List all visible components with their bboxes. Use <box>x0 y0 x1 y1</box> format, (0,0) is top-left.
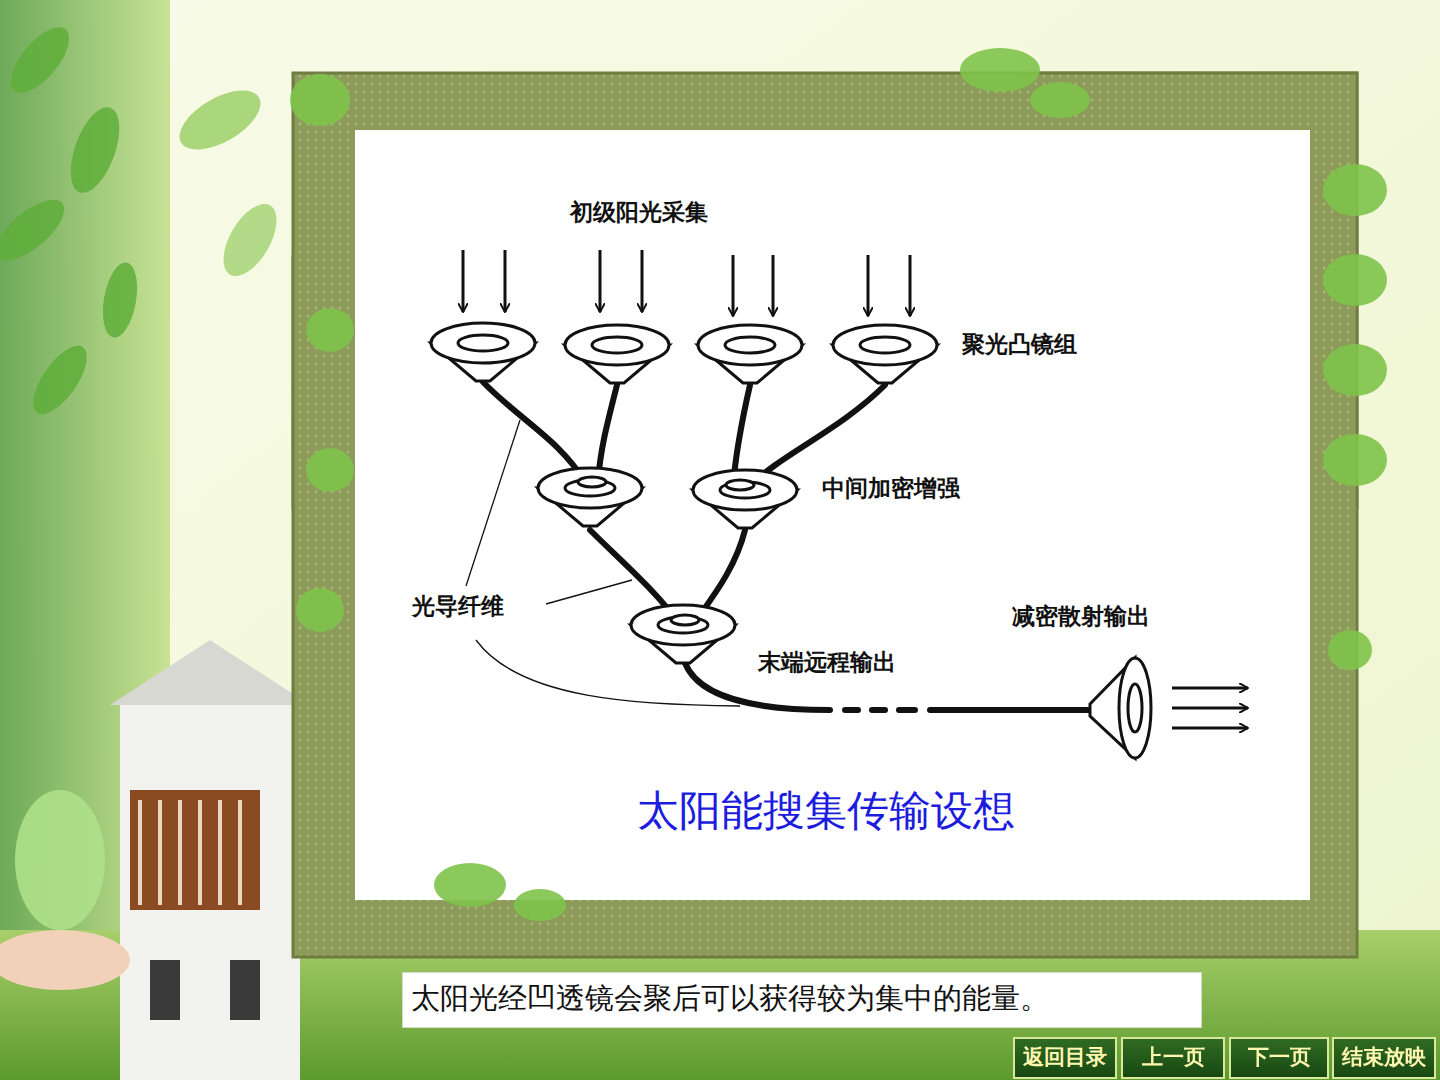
output-arrows <box>1172 688 1248 728</box>
optical-fibers <box>483 382 1090 710</box>
nav-button: 返回目录 <box>1013 1037 1117 1079</box>
diagram-label: 减密散射输出 <box>1012 602 1150 630</box>
box-text: 下一页 <box>1237 1043 1321 1071</box>
leader-lines <box>466 420 740 706</box>
box-text: 返回目录 <box>1021 1043 1109 1071</box>
diagram-caption: 太阳能搜集传输设想 <box>637 786 1015 836</box>
diagram-label: 末端远程输出 <box>758 648 896 676</box>
note-box: 太阳光经凹透镜会聚后可以获得较为集中的能量。 <box>402 972 1202 1028</box>
nav-button: 结束放映 <box>1332 1037 1436 1079</box>
output-funnel <box>1090 658 1151 758</box>
diagram-label: 中间加密增强 <box>822 474 960 502</box>
nav-button: 上一页 <box>1121 1037 1225 1079</box>
box-text: 上一页 <box>1129 1043 1217 1071</box>
nav-button: 下一页 <box>1229 1037 1329 1079</box>
diagram-label: 初级阳光采集 <box>570 198 708 226</box>
box-text: 太阳光经凹透镜会聚后可以获得较为集中的能量。 <box>411 979 1193 1019</box>
diagram-label: 聚光凸镜组 <box>962 330 1077 358</box>
sunlight-arrows <box>463 250 910 316</box>
box-text: 结束放映 <box>1340 1043 1428 1071</box>
diagram-label: 光导纤维 <box>412 592 504 620</box>
